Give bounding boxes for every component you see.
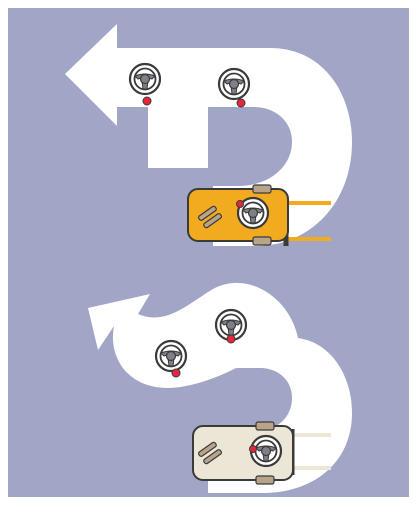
marker-dot — [142, 96, 152, 106]
diagram-panel — [8, 8, 409, 497]
steering-diagram — [65, 24, 352, 493]
top-diagram — [65, 24, 352, 246]
marker-dot — [171, 368, 181, 378]
steering-wheel-icon — [217, 67, 251, 101]
marker-dot — [249, 445, 257, 453]
forklift-beige-icon — [192, 421, 331, 485]
forklift-yellow-icon — [187, 184, 331, 246]
marker-dot — [236, 200, 244, 208]
steering-wheel-icon — [154, 339, 188, 373]
bottom-diagram — [88, 282, 352, 493]
steering-wheel-icon — [128, 62, 162, 96]
marker-dot — [226, 334, 236, 344]
marker-dot — [236, 98, 246, 108]
